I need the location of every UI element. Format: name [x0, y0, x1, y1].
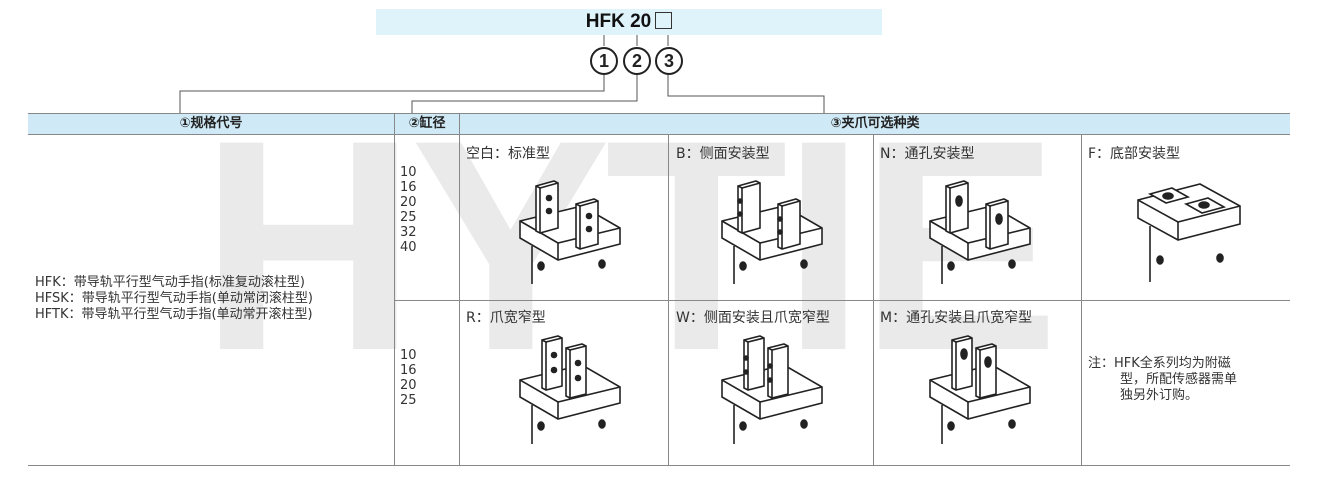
col-divider-2: [459, 113, 460, 466]
header-top-line: [28, 113, 1290, 114]
col-divider-1: [394, 113, 395, 466]
narrow-jaw-gripper-drawing: [519, 335, 621, 444]
bore-size: 10: [400, 165, 417, 180]
header-bottom-line: [28, 134, 1290, 135]
col-divider-4: [873, 134, 874, 466]
bore-size: 25: [400, 210, 417, 225]
placeholder-box: [655, 12, 673, 29]
bottom-mount-gripper-drawing: [1137, 183, 1241, 282]
table-bottom-line: [28, 465, 1290, 466]
bore-size: 40: [400, 240, 417, 255]
note-line: 注：HFK全系列均为附磁: [1088, 356, 1231, 371]
through-hole-gripper-drawing: [929, 180, 1031, 284]
marker-1: 1: [590, 47, 618, 75]
col-divider-3: [668, 134, 669, 466]
header-jaw: ③夹爪可选种类: [830, 116, 920, 131]
col-divider-5: [1081, 134, 1082, 466]
jaw-type-label: 空白：标准型: [466, 146, 550, 162]
side-mount-narrow-gripper-drawing: [721, 335, 823, 444]
jaw-type-label: B：侧面安装型: [676, 146, 770, 162]
bore-sizes-bottom: 10 16 20 25: [400, 348, 417, 408]
spec-descriptions: HFK：带导轨平行型气动手指(标准复动滚柱型) HFSK：带导轨平行型气动手指(…: [35, 275, 313, 323]
side-mount-gripper-drawing: [721, 180, 823, 284]
jaw-type-label: N：通孔安装型: [880, 146, 975, 162]
note-line: 独另外订购。: [1120, 388, 1199, 403]
spec-description: HFSK：带导轨平行型气动手指(单动常闭滚柱型): [35, 291, 313, 306]
watermark: HYTIE: [200, 77, 1059, 413]
header-bore: ②缸径: [408, 116, 446, 131]
jaw-type-label: R：爪宽窄型: [466, 310, 546, 326]
marker-3: 3: [655, 47, 683, 75]
model-code-bar: HFK 20: [376, 9, 882, 35]
header-spec: ①规格代号: [179, 116, 243, 131]
standard-gripper-drawing: [519, 180, 621, 284]
model-code-text: HFK 20: [585, 11, 652, 32]
magnet-note: 注：HFK全系列均为附磁 型，所配传感器需单 独另外订购。: [1088, 356, 1237, 404]
bore-size: 16: [400, 180, 417, 195]
marker-2: 2: [623, 47, 651, 75]
bore-size: 20: [400, 378, 417, 393]
bore-size: 25: [400, 393, 417, 408]
bore-size: 10: [400, 348, 417, 363]
bore-size: 16: [400, 363, 417, 378]
spec-description: HFTK：带导轨平行型气动手指(单动常开滚柱型): [35, 307, 313, 322]
jaw-type-label: W：侧面安装且爪宽窄型: [676, 310, 830, 326]
row-divider: [394, 300, 1290, 301]
spec-description: HFK：带导轨平行型气动手指(标准复动滚柱型): [35, 275, 305, 290]
bore-size: 32: [400, 225, 417, 240]
bore-size: 20: [400, 195, 417, 210]
jaw-type-label: M：通孔安装且爪宽窄型: [880, 310, 1033, 326]
model-code: HFK 20: [376, 9, 882, 35]
jaw-type-label: F：底部安装型: [1088, 146, 1181, 162]
bore-sizes-top: 10 16 20 25 32 40: [400, 165, 417, 255]
through-hole-narrow-gripper-drawing: [929, 335, 1031, 444]
table-header-row: [28, 114, 1290, 134]
note-line: 型，所配传感器需单: [1120, 372, 1238, 387]
